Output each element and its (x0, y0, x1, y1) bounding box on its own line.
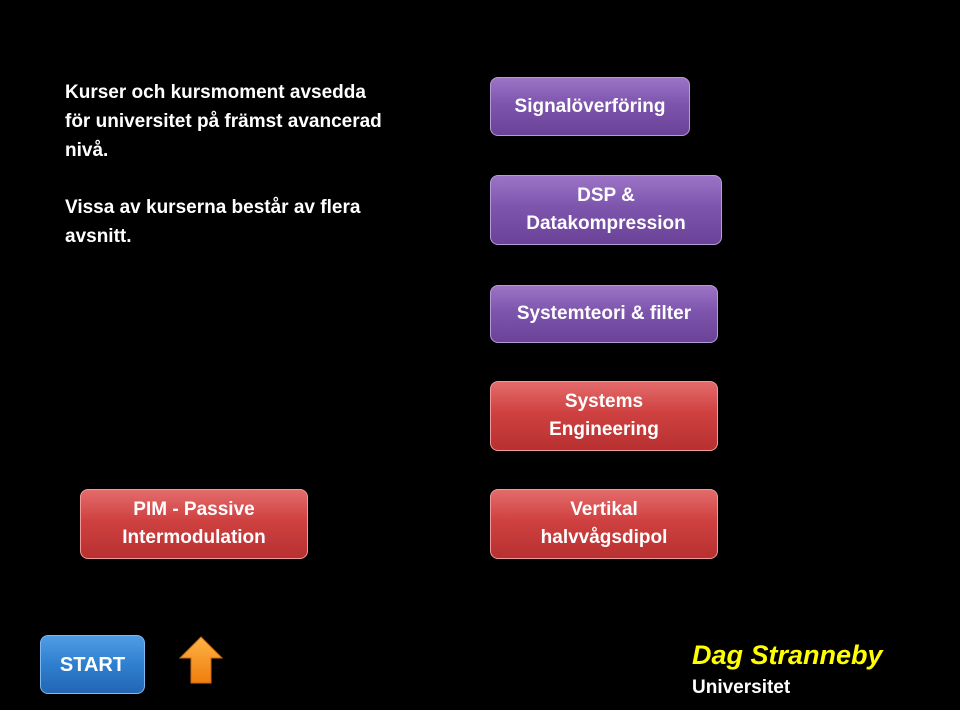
systemteori-filter-button[interactable]: Systemteori & filter (490, 285, 718, 343)
intro-paragraph-1: Kurser och kursmoment avsedda för univer… (65, 82, 382, 161)
systems-engineering-button[interactable]: Systems Engineering (490, 381, 718, 451)
university-label: Universitet (692, 677, 791, 698)
author-name: Dag Stranneby (692, 640, 883, 670)
dsp-datakompression-button[interactable]: DSP & Datakompression (490, 175, 722, 245)
intro-paragraph-2: Vissa av kurserna består av flera avsnit… (65, 197, 361, 247)
vertikal-halvvagsdipol-button[interactable]: Vertikal halvvågsdipol (490, 489, 718, 559)
pim-passive-intermodulation-button[interactable]: PIM - Passive Intermodulation (80, 489, 308, 559)
up-arrow-icon[interactable] (179, 636, 223, 684)
signaloverforing-button[interactable]: Signalöverföring (490, 77, 690, 136)
intro-text: Kurser och kursmoment avsedda för univer… (65, 78, 435, 251)
start-button[interactable]: START (40, 635, 145, 694)
